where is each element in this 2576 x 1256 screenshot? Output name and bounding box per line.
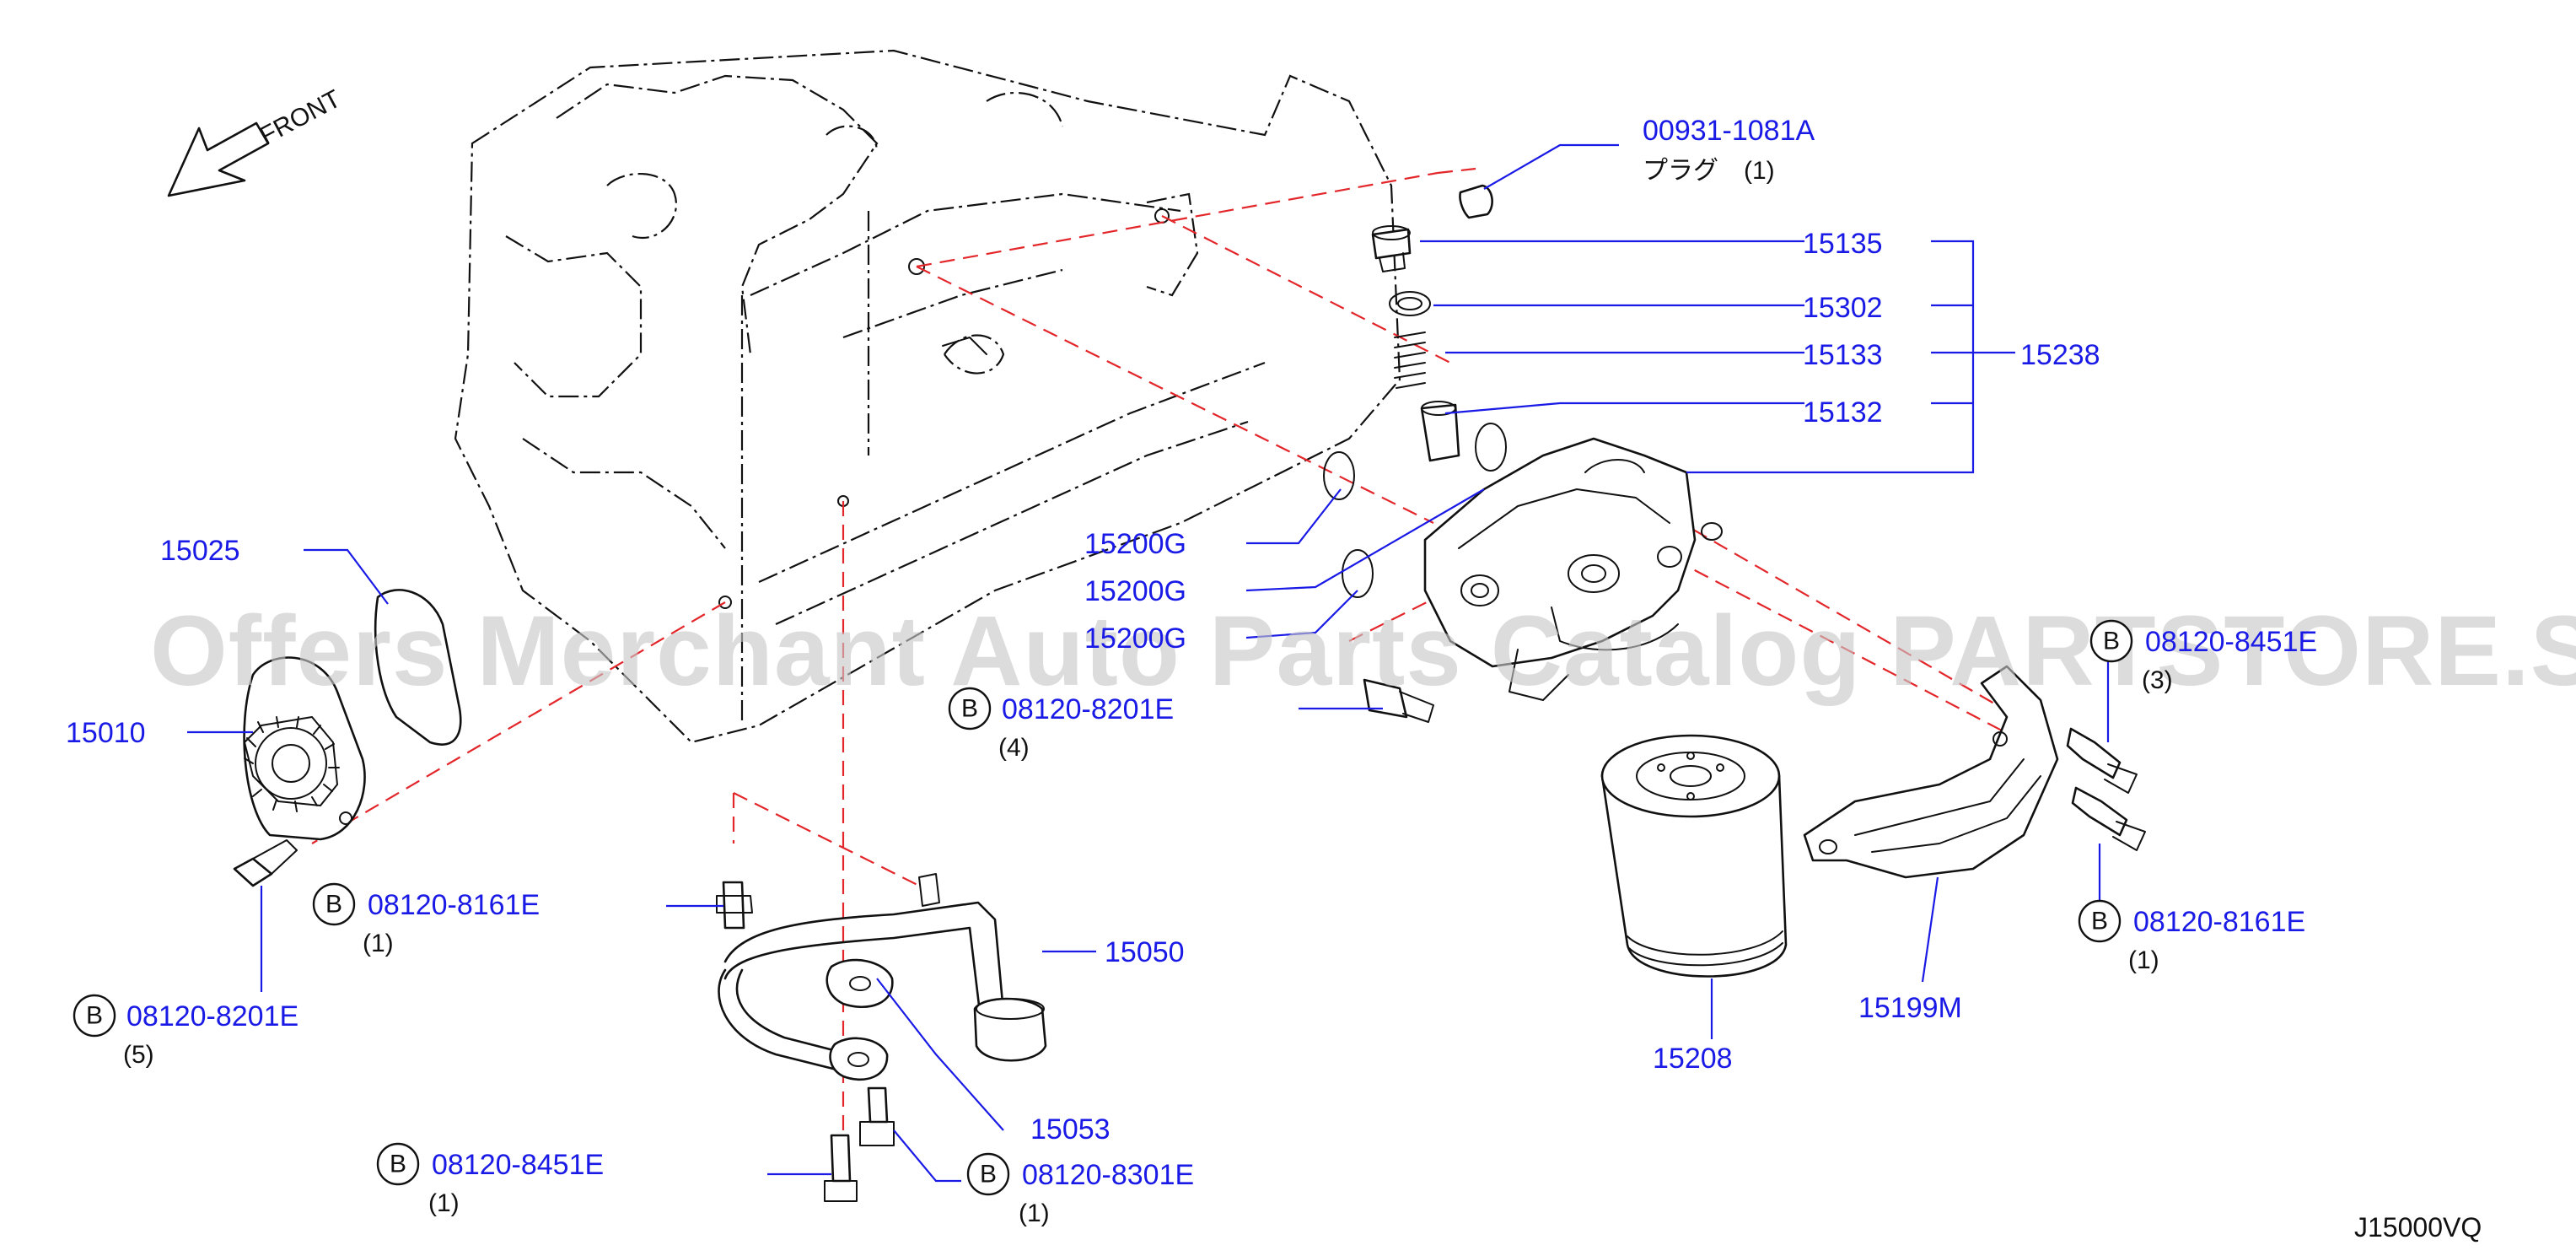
qty-08120-8201e-4: (4) [998, 734, 1030, 762]
part-number-08120-8161e-right[interactable]: 08120-8161E [2133, 906, 2305, 938]
part-number-15133[interactable]: 15133 [1803, 339, 1883, 371]
part-number-15200g-3[interactable]: 15200G [1084, 623, 1186, 655]
qty-08120-8161e-left: (1) [363, 930, 394, 957]
badge-b-8201-4: B [948, 687, 992, 730]
relief-valve-parts-drawing [1323, 184, 1507, 598]
svg-text:B: B [2103, 628, 2120, 655]
part-number-15050[interactable]: 15050 [1105, 936, 1185, 968]
bolt-8201-left-drawing [233, 839, 298, 887]
svg-text:B: B [86, 1002, 103, 1030]
qty-08120-8451e-bottom: (1) [428, 1189, 460, 1217]
part-number-08120-8451e-bottom[interactable]: 08120-8451E [432, 1149, 604, 1181]
watermark: Offers Merchant Auto Parts Catalog PARTS… [150, 596, 2576, 707]
bolt-8451-bottom-drawing [824, 1134, 858, 1202]
badge-b-8161-right: B [2078, 899, 2122, 943]
svg-text:B: B [325, 891, 342, 919]
bracket-15199m-drawing [1803, 665, 2059, 879]
part-number-15238[interactable]: 15238 [2020, 339, 2100, 371]
svg-text:B: B [961, 695, 978, 723]
qty-08120-8301e: (1) [1019, 1199, 1050, 1227]
part-number-15199m[interactable]: 15199M [1858, 992, 1962, 1024]
badge-b-8161-left: B [312, 882, 356, 926]
gasket-15025-drawing [374, 589, 462, 746]
oil-pump-drawing [243, 656, 366, 841]
front-arrow: FRONT [167, 85, 346, 197]
part-number-08120-8301e[interactable]: 08120-8301E [1022, 1159, 1194, 1191]
bolt-8161-left-drawing [716, 881, 753, 930]
part-number-15053[interactable]: 15053 [1030, 1113, 1111, 1145]
engine-block-drawing [454, 49, 1401, 744]
qty-08120-8201e-5: (5) [123, 1041, 154, 1069]
qty-08120-8161e-right: (1) [2128, 946, 2159, 974]
diagram-code: J15000VQ [2354, 1212, 2482, 1243]
bolt-8161-right-drawing [2071, 786, 2146, 851]
part-number-15200g-2[interactable]: 15200G [1084, 575, 1186, 607]
qty-plug: (1) [1744, 157, 1775, 185]
svg-text:B: B [980, 1161, 997, 1189]
part-number-15132[interactable]: 15132 [1803, 396, 1883, 429]
oil-filter-bracket-drawing [1423, 437, 1723, 701]
part-number-15302[interactable]: 15302 [1803, 292, 1883, 324]
qty-08120-8451e-right: (3) [2142, 666, 2173, 694]
oil-filter-drawing [1600, 734, 1788, 978]
badge-b-8301: B [966, 1152, 1010, 1196]
badge-b-8451-right: B [2089, 619, 2133, 663]
part-number-08120-8201e-4[interactable]: 08120-8201E [1002, 693, 1174, 725]
front-label: FRONT [255, 85, 346, 151]
part-number-15010[interactable]: 15010 [66, 717, 146, 749]
bolt-8301-drawing [859, 1086, 895, 1146]
part-number-08120-8451e-right[interactable]: 08120-8451E [2145, 626, 2317, 658]
leader-lines [187, 143, 2110, 1183]
part-number-08120-8201e-5[interactable]: 08120-8201E [126, 1000, 298, 1032]
svg-text:B: B [390, 1151, 406, 1178]
svg-text:B: B [2091, 908, 2108, 935]
oil-strainer-drawing [718, 873, 1047, 1081]
bolt-8451-right-drawing [2066, 727, 2138, 794]
part-name-plug: プラグ [1643, 157, 1718, 185]
badge-b-8201-5: B [73, 994, 116, 1038]
part-number-15135[interactable]: 15135 [1803, 228, 1883, 260]
part-number-00931-1081a[interactable]: 00931-1081A [1643, 115, 1815, 147]
part-number-15025[interactable]: 15025 [160, 535, 240, 567]
badge-b-8451-bottom: B [376, 1142, 420, 1186]
part-number-15208[interactable]: 15208 [1653, 1043, 1733, 1075]
part-number-08120-8161e-left[interactable]: 08120-8161E [368, 889, 540, 921]
part-number-15200g-1[interactable]: 15200G [1084, 528, 1186, 560]
